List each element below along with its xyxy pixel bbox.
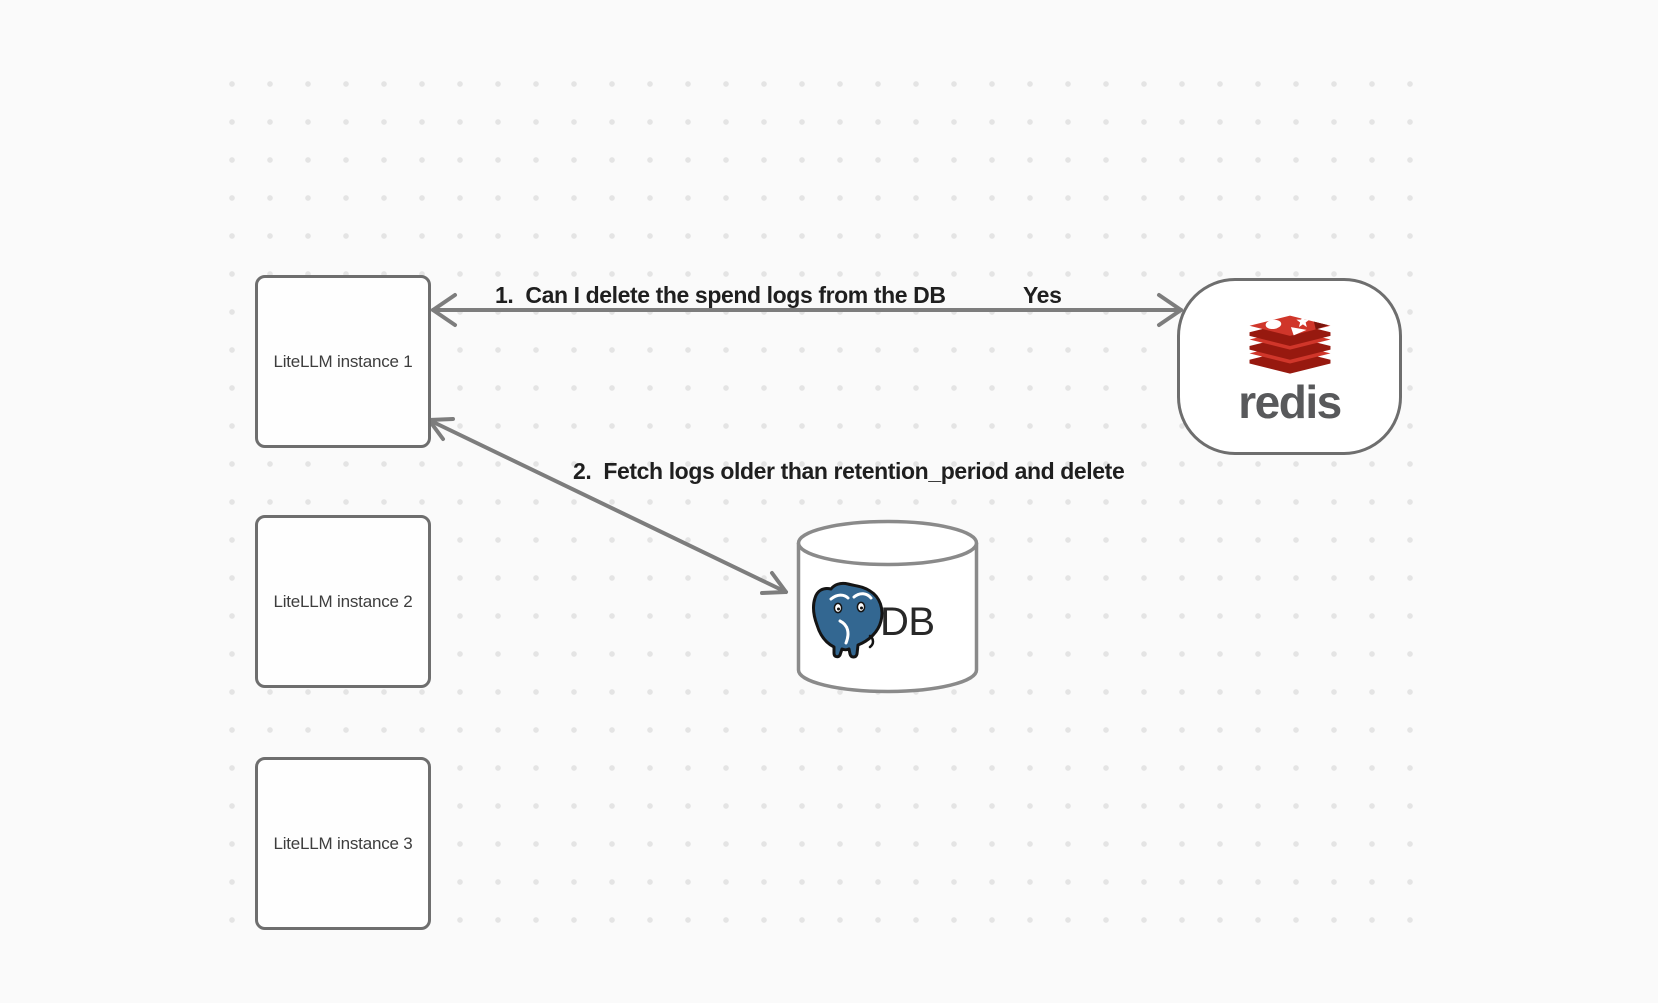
litellm-instance-2-label: LiteLLM instance 2 (273, 591, 413, 611)
litellm-instance-3-label: LiteLLM instance 3 (273, 833, 413, 853)
litellm-instance-3-node: LiteLLM instance 3 (255, 757, 431, 930)
edge-1-response-label: Yes (1023, 282, 1062, 308)
edge-1-label: 1. Can I delete the spend logs from the … (495, 282, 946, 308)
redis-node: redis (1177, 278, 1402, 455)
redis-logo-icon (1249, 314, 1330, 374)
postgresql-elephant-icon (812, 581, 884, 659)
litellm-instance-1-node: LiteLLM instance 1 (255, 275, 431, 448)
redis-wordmark: redis (1238, 375, 1342, 428)
db-cylinder (796, 519, 979, 694)
edge-2-label: 2. Fetch logs older than retention_perio… (573, 458, 1125, 484)
litellm-instance-2-node: LiteLLM instance 2 (255, 515, 431, 688)
litellm-instance-1-label: LiteLLM instance 1 (273, 351, 413, 371)
db-node-label: DB (880, 600, 935, 644)
